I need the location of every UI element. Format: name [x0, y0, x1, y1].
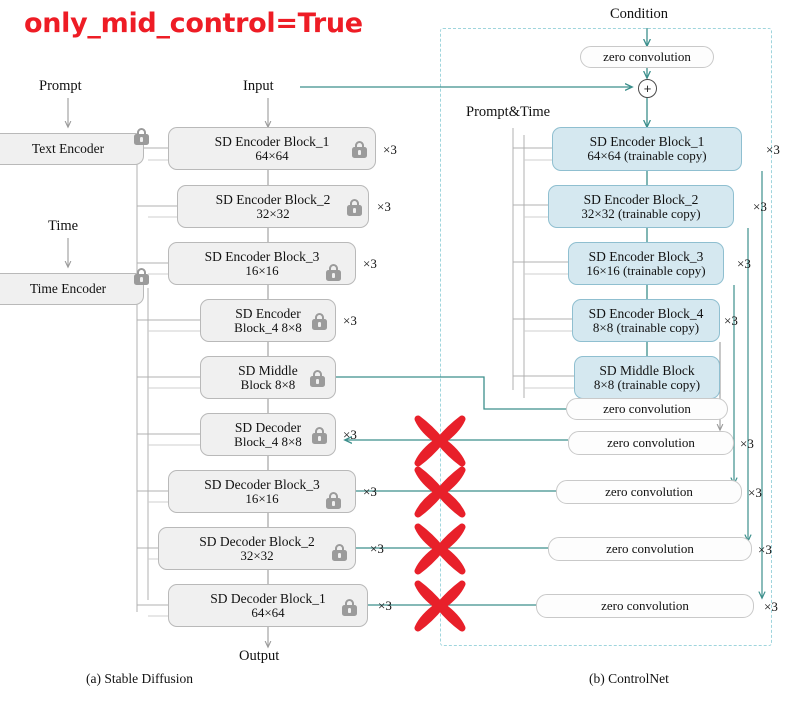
text-encoder-block[interactable]: Text Encoder — [0, 128, 149, 165]
output-label: Output — [239, 648, 280, 664]
zero-conv-label: zero convolution — [606, 540, 694, 556]
sd-decoder-block-2[interactable]: SD Decoder Block_2 32×32 — [158, 527, 356, 570]
lock-icon — [326, 492, 341, 509]
repeat-marker: ×3 — [740, 436, 754, 451]
cn-middle-block[interactable]: SD Middle Block 8×8 (trainable copy) — [574, 356, 720, 399]
repeat-marker: ×3 — [378, 598, 392, 613]
lock-icon — [312, 427, 327, 444]
zero-conv-label: zero convolution — [607, 434, 695, 450]
lock-icon — [332, 544, 347, 561]
zero-convolution-dec-3[interactable]: zero convolution — [556, 480, 742, 504]
lock-icon — [326, 264, 341, 281]
lock-icon — [312, 313, 327, 330]
sd-encoder-block-1[interactable]: SD Encoder Block_1 64×64 — [168, 127, 376, 170]
time-label: Time — [48, 218, 79, 234]
repeat-marker: ×3 — [343, 427, 357, 442]
sd-encoder-block-4[interactable]: SD Encoder Block_4 8×8 — [200, 299, 336, 342]
zero-convolution-middle[interactable]: zero convolution — [566, 398, 728, 420]
condition-label: Condition — [610, 6, 669, 22]
block-dims: 8×8 (trainable copy) — [592, 319, 700, 335]
caption-controlnet: (b) ControlNet — [589, 671, 669, 686]
time-encoder-block[interactable]: Time Encoder — [0, 268, 149, 305]
repeat-marker: ×3 — [766, 142, 780, 157]
block-title: SD Decoder Block_3 — [204, 476, 320, 492]
block-title: SD Encoder Block_2 — [215, 191, 331, 207]
time-encoder-label: Time Encoder — [29, 281, 107, 297]
lock-icon — [347, 199, 362, 216]
lock-icon — [310, 370, 325, 387]
repeat-marker: ×3 — [383, 142, 397, 157]
repeat-marker: ×3 — [363, 484, 377, 499]
block-title: SD Encoder — [235, 305, 301, 321]
repeat-marker: ×3 — [343, 313, 357, 328]
block-title: SD Decoder Block_2 — [199, 533, 315, 549]
zero-convolution-dec-2[interactable]: zero convolution — [548, 537, 752, 561]
text-encoder-label: Text Encoder — [31, 141, 105, 157]
block-dims: 8×8 (trainable copy) — [593, 376, 701, 392]
prompt-label: Prompt — [39, 78, 82, 94]
lock-icon — [342, 599, 357, 616]
block-title: SD Encoder Block_2 — [583, 191, 699, 207]
cn-encoder-block-4[interactable]: SD Encoder Block_4 8×8 (trainable copy) — [572, 299, 720, 342]
repeat-marker: ×3 — [377, 199, 391, 214]
repeat-marker: ×3 — [363, 256, 377, 271]
cn-encoder-block-1[interactable]: SD Encoder Block_1 64×64 (trainable copy… — [552, 127, 742, 171]
lock-icon — [134, 268, 149, 285]
block-dims: 32×32 (trainable copy) — [581, 205, 701, 221]
block-dims: 64×64 (trainable copy) — [587, 148, 707, 164]
block-title: SD Encoder Block_1 — [214, 133, 330, 149]
block-title: SD Decoder Block_1 — [210, 590, 326, 606]
repeat-marker: ×3 — [758, 542, 772, 557]
block-dims: 32×32 — [240, 547, 274, 563]
block-title: SD Encoder Block_3 — [204, 248, 320, 264]
sd-encoder-block-3[interactable]: SD Encoder Block_3 16×16 — [168, 242, 356, 285]
repeat-marker: ×3 — [753, 199, 767, 214]
block-title: SD Decoder — [234, 419, 302, 435]
zero-convolution-condition[interactable]: zero convolution — [580, 46, 714, 68]
repeat-marker: ×3 — [724, 313, 738, 328]
block-title: SD Middle — [238, 362, 298, 378]
sd-middle-block[interactable]: SD Middle Block 8×8 — [200, 356, 336, 399]
block-dims: Block 8×8 — [240, 376, 296, 392]
prompt-and-time-label: Prompt&Time — [466, 104, 551, 120]
block-dims: Block_4 8×8 — [234, 319, 302, 335]
zero-conv-label: zero convolution — [603, 48, 691, 64]
cn-encoder-block-3[interactable]: SD Encoder Block_3 16×16 (trainable copy… — [568, 242, 724, 285]
input-label: Input — [243, 78, 274, 94]
page-title: only_mid_control=True — [24, 8, 363, 39]
block-dims: 16×16 — [245, 490, 279, 506]
cn-encoder-block-2[interactable]: SD Encoder Block_2 32×32 (trainable copy… — [548, 185, 734, 228]
block-dims: 64×64 — [251, 604, 285, 620]
zero-conv-label: zero convolution — [601, 597, 689, 613]
repeat-marker: ×3 — [737, 256, 751, 271]
repeat-marker: ×3 — [748, 485, 762, 500]
block-dims: 64×64 — [255, 147, 289, 163]
zero-conv-label: zero convolution — [603, 400, 691, 416]
block-title: SD Middle Block — [599, 362, 695, 378]
block-title: SD Encoder Block_3 — [588, 248, 704, 264]
zero-convolution-dec-4[interactable]: zero convolution — [568, 431, 734, 455]
block-dims: 16×16 — [245, 262, 279, 278]
lock-icon — [352, 141, 367, 158]
repeat-marker: ×3 — [764, 599, 778, 614]
controlnet-container — [440, 28, 772, 646]
lock-icon — [134, 128, 149, 145]
repeat-marker: ×3 — [370, 541, 384, 556]
add-junction: + — [638, 79, 657, 98]
block-dims: 16×16 (trainable copy) — [586, 262, 706, 278]
sd-decoder-block-1[interactable]: SD Decoder Block_1 64×64 — [168, 584, 368, 627]
block-dims: 32×32 — [256, 205, 290, 221]
zero-convolution-dec-1[interactable]: zero convolution — [536, 594, 754, 618]
block-dims: Block_4 8×8 — [234, 433, 302, 449]
block-title: SD Encoder Block_4 — [588, 305, 704, 321]
caption-stable-diffusion: (a) Stable Diffusion — [86, 671, 193, 686]
sd-decoder-block-4[interactable]: SD Decoder Block_4 8×8 — [200, 413, 336, 456]
zero-conv-label: zero convolution — [605, 483, 693, 499]
block-title: SD Encoder Block_1 — [589, 134, 705, 150]
sd-decoder-block-3[interactable]: SD Decoder Block_3 16×16 — [168, 470, 356, 513]
sd-encoder-block-2[interactable]: SD Encoder Block_2 32×32 — [177, 185, 369, 228]
